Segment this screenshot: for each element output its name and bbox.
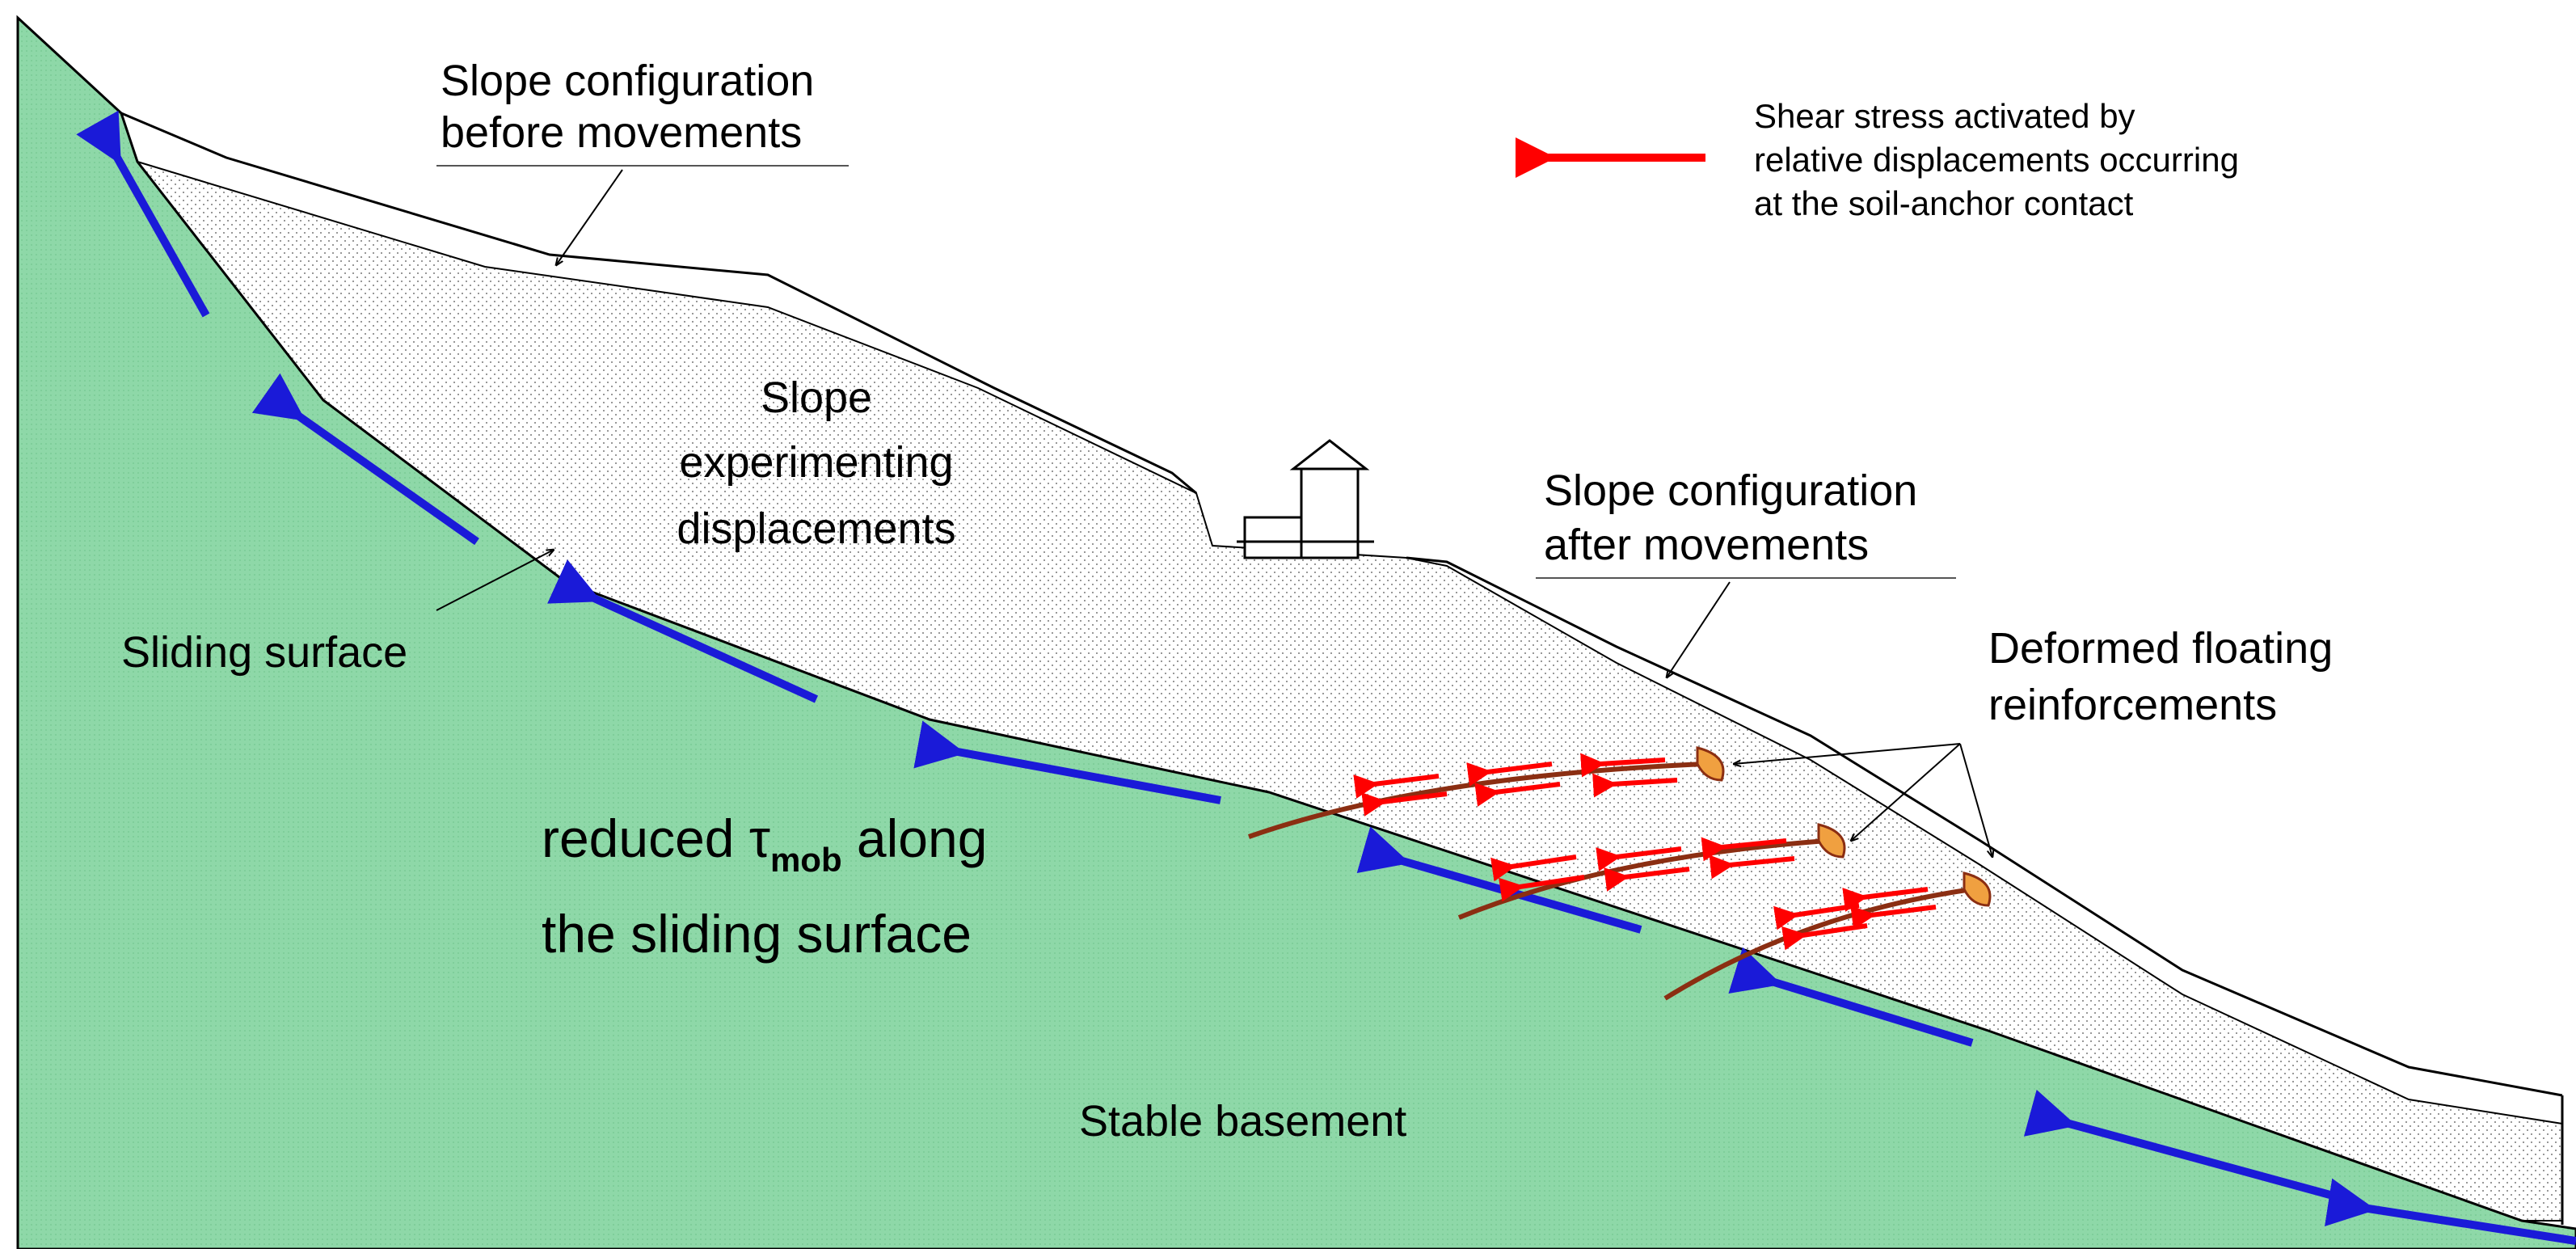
- leader-lines: [436, 169, 1992, 857]
- legend-text-line3: at the soil-anchor contact: [1754, 184, 2134, 222]
- anchor-bar: [1663, 887, 1973, 1001]
- slope-label-line1: Slope: [761, 373, 872, 422]
- slip-arrow: [251, 373, 479, 546]
- before-movement-surface: [120, 112, 2563, 1097]
- slope-label-line3: displacements: [677, 504, 955, 553]
- legend-text-line1: Shear stress activated by: [1754, 97, 2135, 135]
- anchor-head: [1963, 871, 1992, 907]
- slip-arrow: [913, 720, 1221, 804]
- slip-arrow: [2324, 1178, 2576, 1245]
- sliding-surface-label: Sliding surface: [121, 628, 407, 677]
- stable-basement-label: Stable basement: [1079, 1097, 1406, 1146]
- house-icon: [1237, 439, 1374, 559]
- anchor-head: [1696, 746, 1725, 782]
- deformed-label-line1: Deformed floating: [1988, 624, 2333, 673]
- before-label-line2: before movements: [441, 108, 802, 157]
- slip-arrow: [76, 110, 210, 318]
- slip-arrow: [2023, 1089, 2338, 1200]
- stable-basement: [16, 15, 2576, 1249]
- reduced-tau-label-line2: the sliding surface: [542, 904, 972, 964]
- anchor-head: [1817, 823, 1846, 859]
- deformed-label-line2: reinforcements: [1988, 681, 2277, 729]
- after-label-line1: Slope configuration: [1544, 466, 1917, 515]
- slip-arrow: [547, 559, 819, 703]
- after-label-line2: after movements: [1544, 521, 1869, 569]
- slope-label-line2: experimenting: [679, 438, 953, 487]
- legend-text-line2: relative displacements occurring: [1754, 141, 2239, 179]
- anchor-heads: [1696, 746, 1992, 907]
- slip-arrows: [76, 110, 2576, 1245]
- shear-arrows: [1353, 753, 1937, 951]
- reduced-tau-label: reduced τmob along: [542, 808, 987, 879]
- anchor-bar: [1248, 762, 1706, 839]
- before-label-line1: Slope configuration: [441, 57, 814, 105]
- slip-arrow: [1728, 947, 1974, 1047]
